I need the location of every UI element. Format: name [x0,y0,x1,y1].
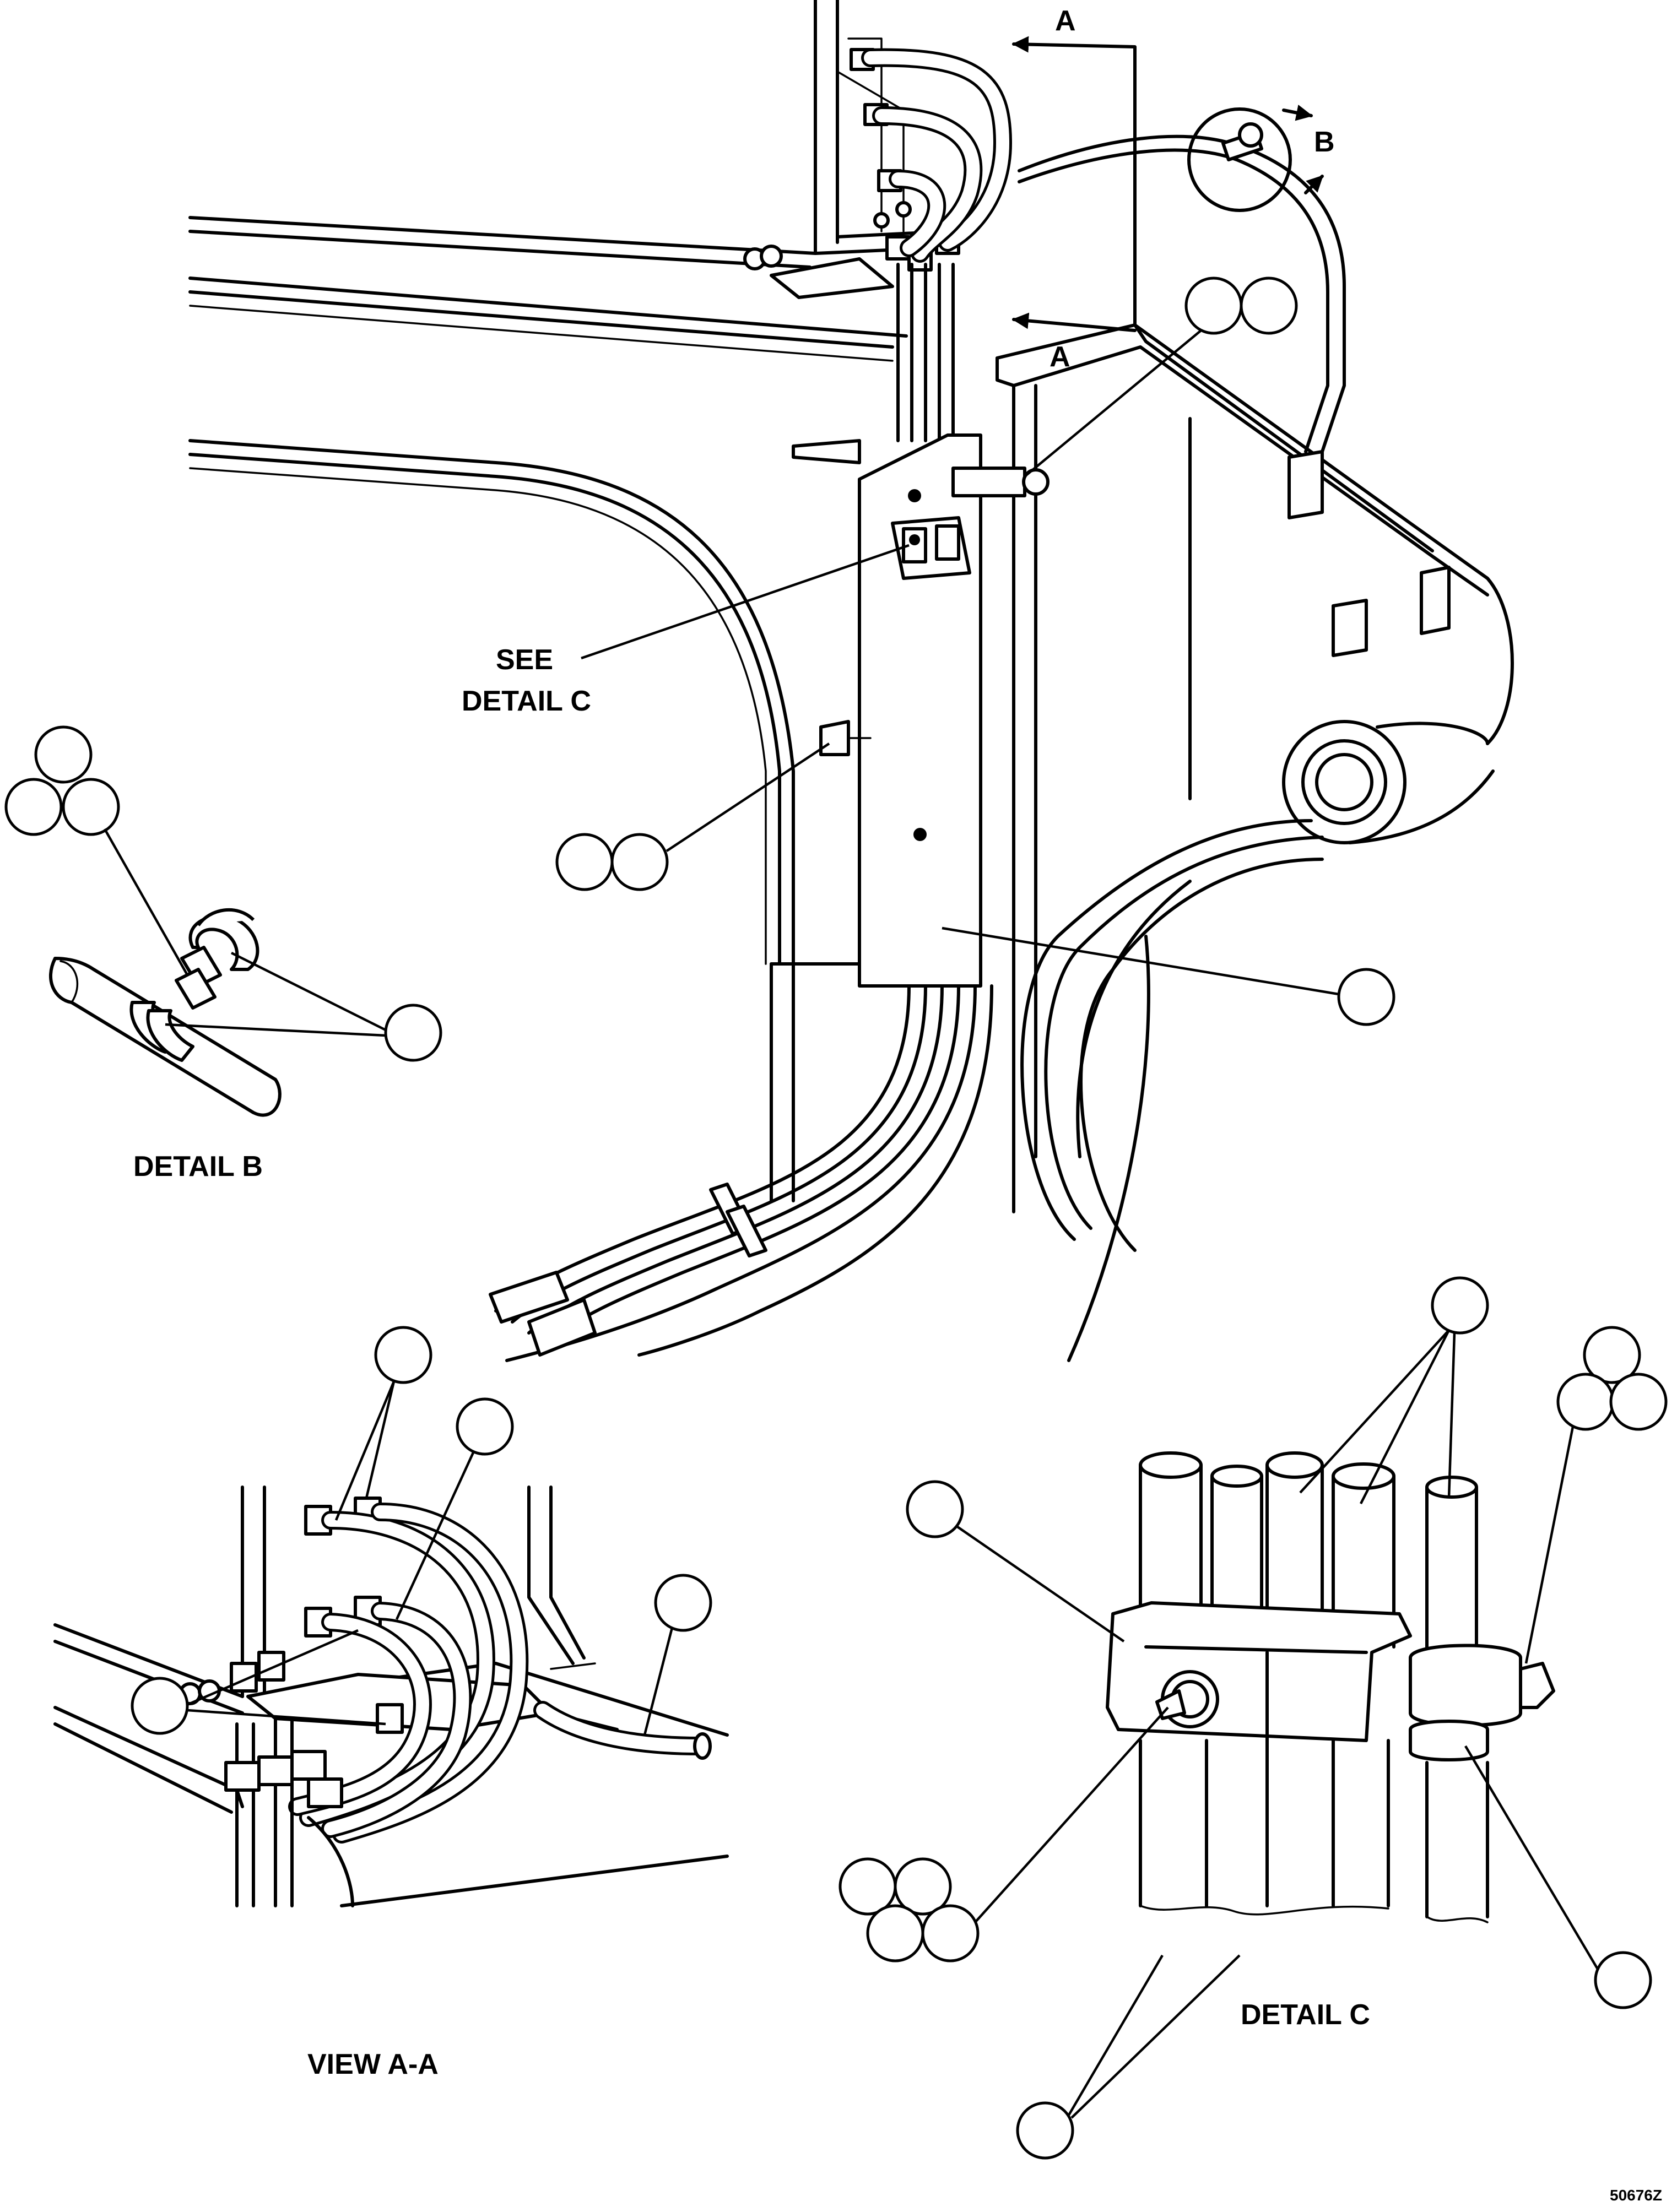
boom-frame [188,0,949,362]
see-detail-c-line1: SEE [496,644,553,676]
drawing-number: 50676Z [1610,2187,1662,2204]
callout-bubble [1431,1276,1489,1335]
main-view-callouts [555,276,1395,1026]
callout-bubble [654,1574,712,1632]
detail-c: DETAIL C [1106,1451,1555,2031]
cab-hose-loop [188,439,861,1202]
detail-b-arrow-label: B [1314,126,1335,158]
detail-b: DETAIL B [48,908,282,1183]
section-arrow-a-top: A [1055,5,1076,37]
detail-c-title: DETAIL C [1241,1999,1370,2031]
callout-bubble [838,1857,980,1962]
section-arrow-a-lower: A [1050,341,1070,373]
view-a-a: VIEW A-A [53,1485,729,2080]
see-detail-c-line2: DETAIL C [462,685,591,717]
boom-arm [996,323,1514,1362]
main-view: A A B SEE DETAIL C [188,0,1514,1362]
view-a-a-title: VIEW A-A [307,2048,439,2080]
callout-bubble [4,725,120,836]
view-aa-lower-fittings [224,1717,354,1907]
detail-b-callouts [4,725,442,1062]
callout-bubble [456,1397,514,1456]
callout-bubble [131,1677,189,1735]
callout-bubble [1016,2101,1074,2160]
upper-hoses [861,48,1346,453]
detail-c-callouts [838,1276,1668,2160]
section-a-markers: A A [1012,5,1137,373]
detail-b-title: DETAIL B [133,1151,263,1183]
mounting-plate [792,433,1050,988]
callout-bubble [1337,968,1395,1026]
vertical-hose-bundle [896,263,955,442]
detail-b-marker: B [1187,104,1335,212]
callout-bubble [374,1326,432,1384]
view-aa-hoses [288,1503,712,1844]
view-a-a-callouts [131,1326,712,1736]
callout-bubble [1594,1951,1652,2009]
lower-hose-sweep [489,984,993,1362]
callout-bubble [1184,276,1298,335]
callout-bubble [384,1004,442,1062]
callout-bubble [555,833,669,891]
callout-bubble [1556,1326,1668,1431]
callout-bubble [906,1480,964,1538]
